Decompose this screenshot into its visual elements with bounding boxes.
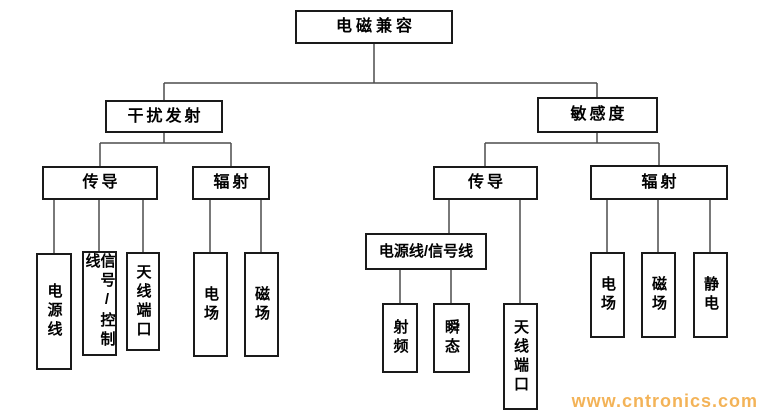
node-emission-radiation: 辐射 <box>192 166 270 200</box>
node-m-field-emission: 磁场 <box>244 252 279 357</box>
node-power-signal-line: 电源线/信号线 <box>365 233 487 270</box>
node-susceptibility: 敏感度 <box>537 97 658 133</box>
node-antenna-port-susceptibility: 天线端口 <box>503 303 538 410</box>
watermark: www.cntronics.com <box>571 391 758 411</box>
node-emc: 电磁兼容 <box>295 10 453 44</box>
node-interference-emission: 干扰发射 <box>105 100 223 133</box>
node-power-line: 电源线 <box>36 253 72 370</box>
node-signal-control-line: 信号/控制线 <box>82 251 117 356</box>
node-rf: 射频 <box>382 303 418 373</box>
node-m-field-susceptibility: 磁场 <box>641 252 676 338</box>
node-susceptibility-radiation: 辐射 <box>590 165 728 200</box>
node-electrostatic: 静电 <box>693 252 728 338</box>
node-antenna-port-emission: 天线端口 <box>126 252 160 351</box>
node-susceptibility-conduction: 传导 <box>433 166 538 200</box>
node-emission-conduction: 传导 <box>42 166 158 200</box>
node-e-field-susceptibility: 电场 <box>590 252 625 338</box>
node-transient: 瞬态 <box>433 303 470 373</box>
node-e-field-emission: 电场 <box>193 252 228 357</box>
